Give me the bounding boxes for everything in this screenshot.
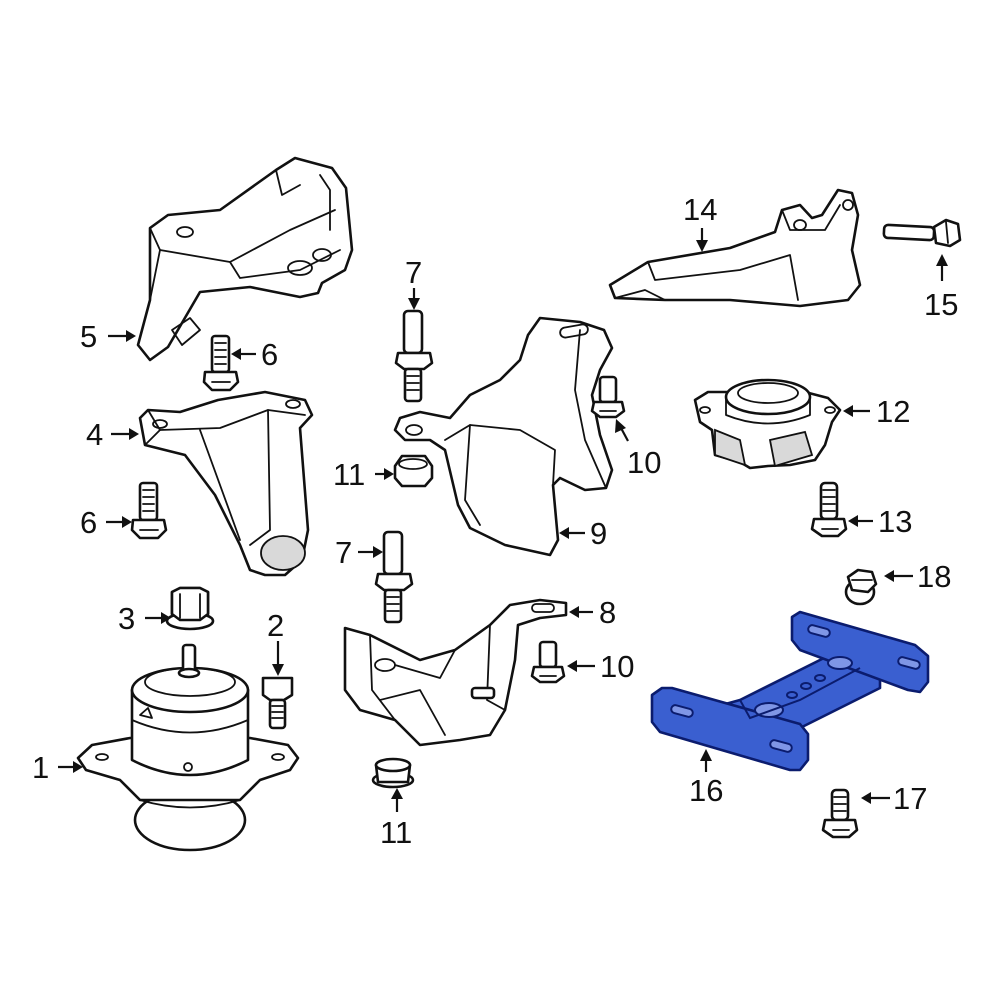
part-transmission-bracket-bolt[interactable] bbox=[882, 218, 962, 248]
part-stud-lower[interactable] bbox=[374, 530, 414, 624]
callout-6-lower: 6 bbox=[80, 505, 97, 540]
part-crossmember-nut[interactable] bbox=[844, 568, 878, 606]
part-transmission-mount[interactable] bbox=[693, 378, 842, 470]
part-heat-shield-upper[interactable] bbox=[393, 316, 614, 557]
part-mount-bracket-left[interactable] bbox=[138, 390, 314, 577]
leader-lines bbox=[58, 228, 948, 812]
callout-18: 18 bbox=[917, 559, 951, 594]
callout-15: 15 bbox=[924, 287, 958, 322]
part-stud-upper[interactable] bbox=[394, 309, 434, 403]
callout-6-upper: 6 bbox=[261, 337, 278, 372]
part-transmission-bracket[interactable] bbox=[608, 188, 862, 308]
callout-11-lower: 11 bbox=[380, 815, 412, 850]
part-bracket-bolt-upper[interactable] bbox=[202, 334, 240, 392]
callout-9: 9 bbox=[590, 516, 607, 551]
callout-labels: 1 2 3 4 5 6 6 7 7 8 9 10 10 11 11 12 13 … bbox=[32, 192, 958, 850]
callout-16: 16 bbox=[689, 773, 723, 808]
callout-12: 12 bbox=[876, 394, 910, 429]
part-engine-mount[interactable] bbox=[76, 643, 300, 852]
part-shield-bolt-upper[interactable] bbox=[590, 375, 626, 419]
callout-1: 1 bbox=[32, 750, 49, 785]
callout-14: 14 bbox=[683, 192, 717, 227]
part-nut-upper[interactable] bbox=[393, 454, 434, 488]
callout-3: 3 bbox=[118, 601, 135, 636]
callout-8: 8 bbox=[599, 595, 616, 630]
part-mount-nut[interactable] bbox=[165, 586, 215, 631]
callout-13: 13 bbox=[878, 504, 912, 539]
callout-10-upper: 10 bbox=[627, 445, 661, 480]
callout-4: 4 bbox=[86, 417, 103, 452]
part-crossmember[interactable] bbox=[650, 610, 930, 772]
callout-7-upper: 7 bbox=[405, 255, 422, 290]
part-crossmember-bolt[interactable] bbox=[821, 788, 859, 839]
callout-5: 5 bbox=[80, 319, 97, 354]
part-mount-bolt[interactable] bbox=[261, 676, 294, 730]
callout-2: 2 bbox=[267, 608, 284, 643]
part-mount-bracket-upper[interactable] bbox=[136, 156, 354, 362]
part-transmission-mount-bolt[interactable] bbox=[810, 481, 848, 538]
callout-11-upper: 11 bbox=[333, 457, 365, 492]
callout-7-lower: 7 bbox=[335, 535, 352, 570]
part-bracket-bolt-lower[interactable] bbox=[130, 481, 168, 540]
part-heat-shield-lower[interactable] bbox=[343, 598, 568, 747]
callout-17: 17 bbox=[893, 781, 927, 816]
part-shield-bolt-lower[interactable] bbox=[530, 640, 566, 684]
callout-10-lower: 10 bbox=[600, 649, 634, 684]
part-nut-lower[interactable] bbox=[371, 757, 415, 789]
